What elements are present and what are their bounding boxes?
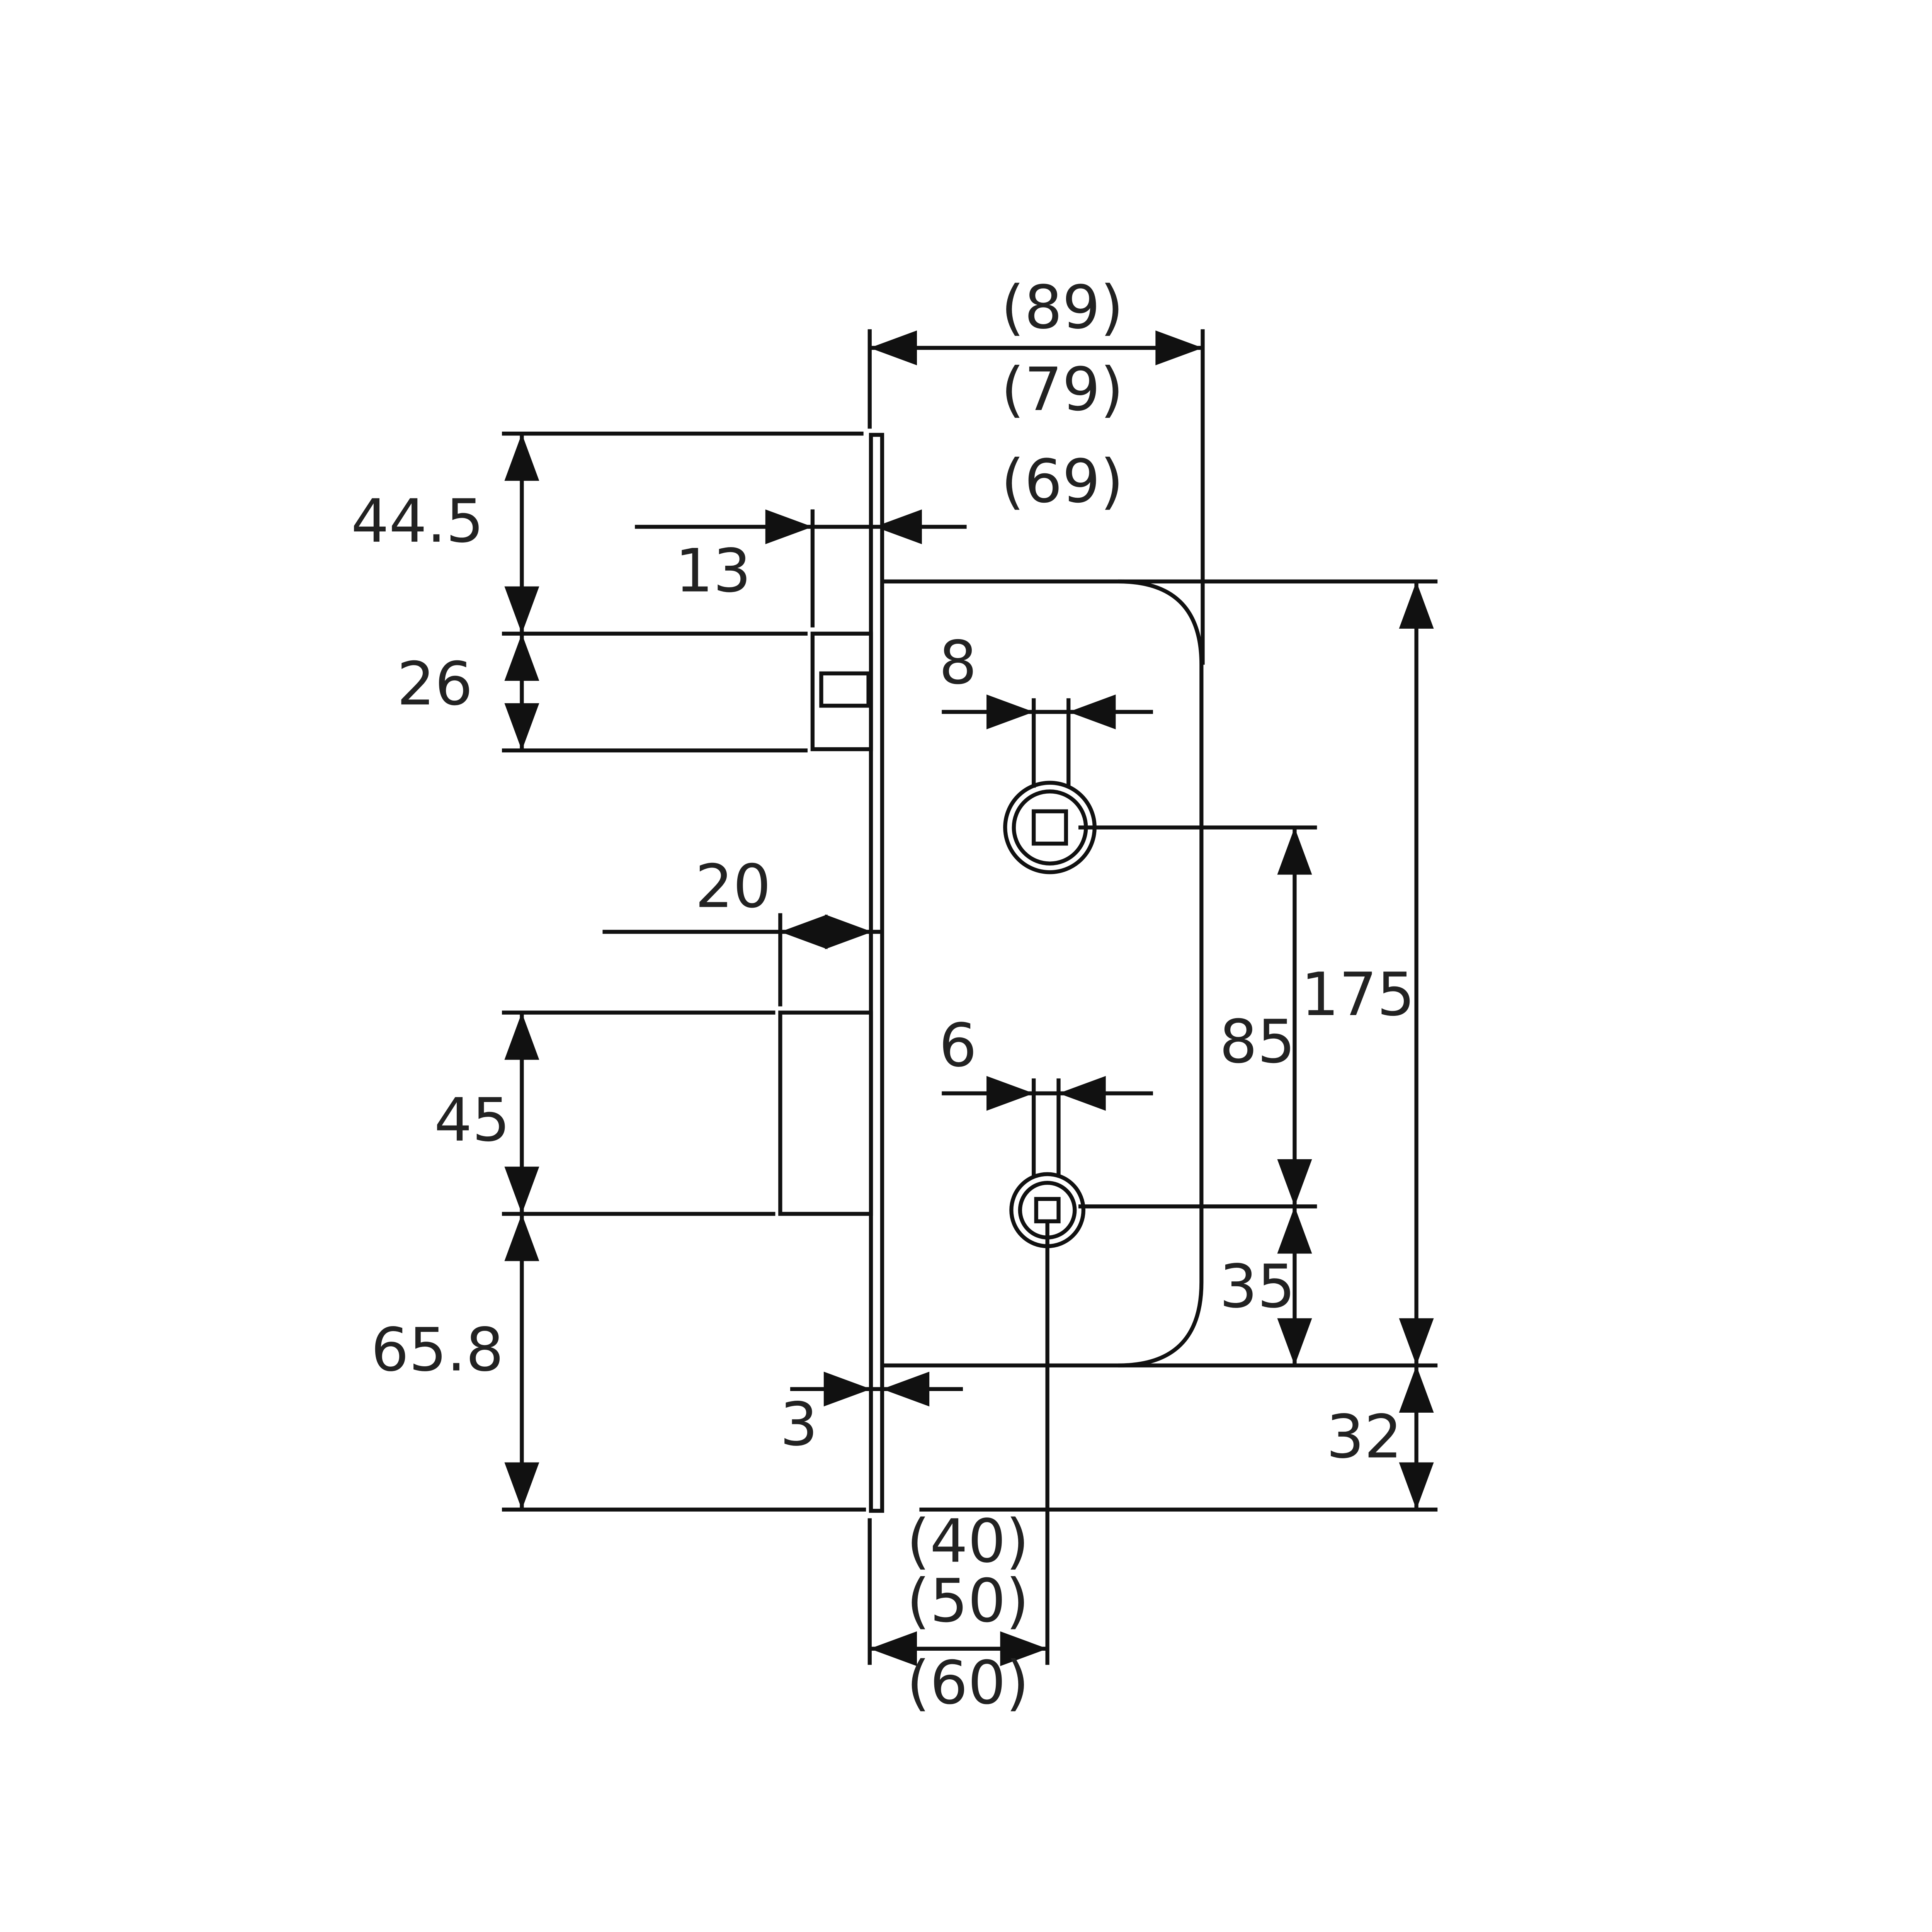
label-bottom-margin: 35 bbox=[1219, 1252, 1295, 1321]
label-backset-69: (69) bbox=[1001, 447, 1124, 516]
dim-lower-offset bbox=[504, 1214, 539, 1510]
dim-centre-distance bbox=[1277, 827, 1312, 1207]
dim-latch-height bbox=[504, 633, 539, 751]
dim-latch-projection bbox=[635, 509, 967, 544]
dim-backset-89 bbox=[869, 330, 1203, 366]
label-top-offset: 44.5 bbox=[351, 487, 484, 556]
label-backset-50: (50) bbox=[906, 1566, 1029, 1636]
label-latch-height: 26 bbox=[397, 650, 473, 719]
label-backset-89: (89) bbox=[1001, 273, 1124, 342]
dimension-labels: (89) (79) (69) 44.5 13 26 8 20 85 175 6 … bbox=[351, 273, 1415, 1718]
label-backset-79: (79) bbox=[1001, 355, 1124, 424]
dim-faceplate-bottom bbox=[1399, 1365, 1434, 1510]
label-latch-projection: 13 bbox=[675, 537, 751, 606]
label-faceplate-bottom: 32 bbox=[1326, 1403, 1402, 1472]
dead-bolt bbox=[778, 1010, 873, 1216]
dim-top-offset bbox=[504, 434, 539, 634]
label-backset-40: (40) bbox=[906, 1507, 1029, 1576]
dim-bolt-height bbox=[504, 1012, 539, 1214]
label-spindle-6: 6 bbox=[939, 1011, 977, 1080]
label-spindle-8: 8 bbox=[939, 628, 977, 697]
label-backset-60: (60) bbox=[906, 1648, 1029, 1718]
latch-bolt-slot bbox=[819, 671, 871, 708]
dim-backset-lower bbox=[869, 1631, 1048, 1666]
extension-lines bbox=[502, 329, 1438, 1665]
dim-bottom-margin bbox=[1277, 1206, 1312, 1366]
label-case-height: 175 bbox=[1301, 960, 1415, 1029]
dim-case-height bbox=[1399, 581, 1434, 1366]
faceplate bbox=[869, 433, 884, 1513]
label-deadbolt-projection: 20 bbox=[695, 852, 771, 921]
dimension-lines bbox=[504, 330, 1434, 1666]
label-centre-distance: 85 bbox=[1219, 1007, 1295, 1077]
lock-body-group bbox=[778, 433, 1204, 1513]
label-lower-offset: 65.8 bbox=[371, 1316, 504, 1385]
lock-case bbox=[882, 579, 1204, 1367]
label-bolt-height: 45 bbox=[434, 1086, 510, 1155]
dim-faceplate-thickness bbox=[790, 1371, 963, 1406]
label-faceplate-thickness: 3 bbox=[780, 1390, 818, 1459]
dim-spindle-8 bbox=[942, 694, 1153, 730]
dim-spindle-6 bbox=[942, 1076, 1153, 1111]
dim-deadbolt-projection bbox=[602, 914, 882, 949]
